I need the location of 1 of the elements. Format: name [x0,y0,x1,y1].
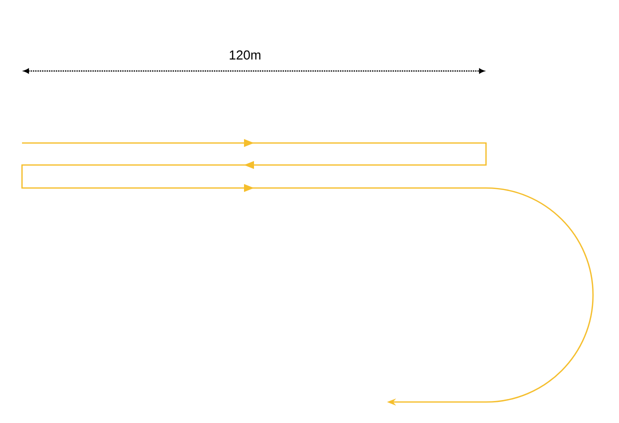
dimension-label: 120m [230,50,260,60]
